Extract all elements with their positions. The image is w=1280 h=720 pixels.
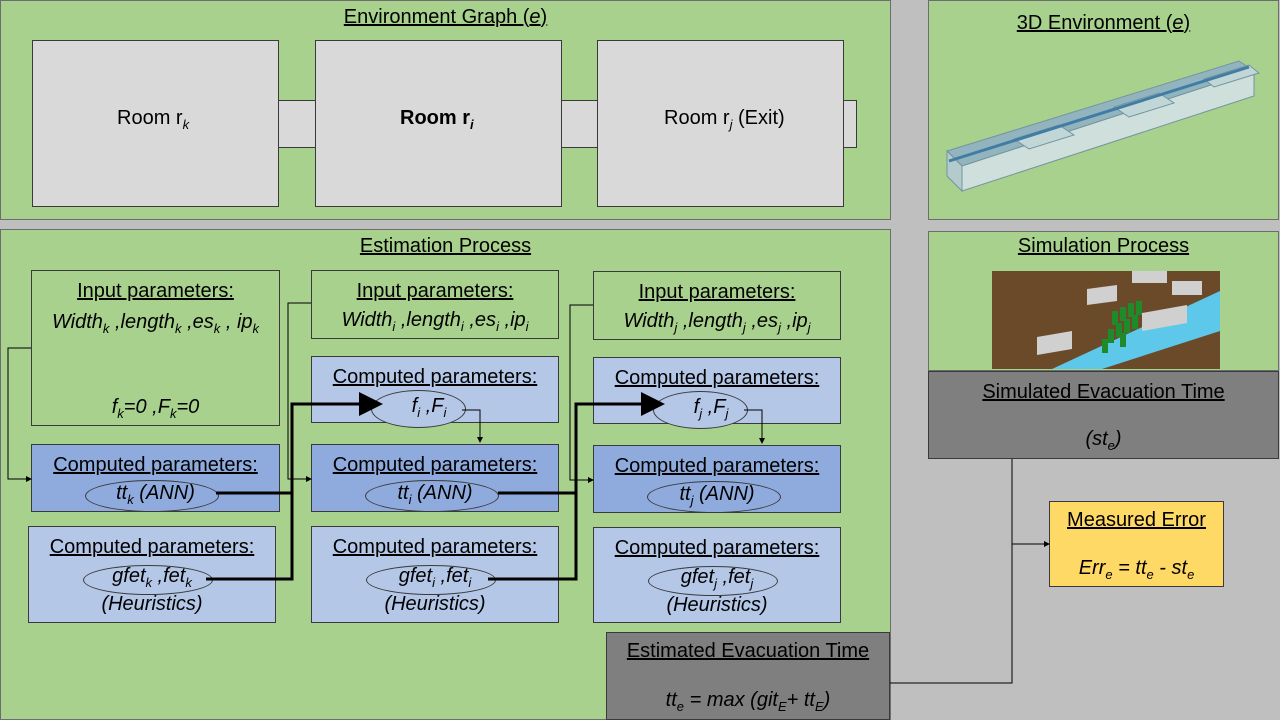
simulated-evacuation-time: Simulated Evacuation Time (ste) xyxy=(928,371,1279,459)
ann-parameters-j: Computed parameters: ttj (ANN) xyxy=(593,445,841,513)
computed-parameters-j: Computed parameters: fj ,Fj xyxy=(593,357,841,429)
connector-i-j xyxy=(560,100,599,148)
simulation-image xyxy=(992,271,1220,369)
3d-environment-image xyxy=(946,60,1261,193)
heuristic-parameters-i: Computed parameters: gfeti ,feti (Heuris… xyxy=(311,526,559,623)
heuristic-parameters-j: Computed parameters: gfetj ,fetj (Heuris… xyxy=(593,527,841,623)
line-estimated-to-error xyxy=(890,544,1013,684)
estimated-evacuation-time: Estimated Evacuation Time tte = max (git… xyxy=(606,632,890,720)
room-k: Room rk xyxy=(32,40,279,207)
3d-environment-title: 3D Environment (e) xyxy=(1016,12,1191,34)
input-parameters-i: Input parameters: Widthi ,lengthi ,esi ,… xyxy=(311,270,559,339)
room-j-exit: Room rj (Exit) xyxy=(597,40,844,207)
simulation-process-title: Simulation Process xyxy=(1017,235,1190,257)
heuristic-parameters-k: Computed parameters: gfetk ,fetk (Heuris… xyxy=(28,526,276,623)
connector-k-i xyxy=(278,100,317,148)
ann-parameters-i: Computed parameters: tti (ANN) xyxy=(311,444,559,512)
input-parameters-j: Input parameters: Widthj ,lengthj ,esj ,… xyxy=(593,271,841,340)
measured-error: Measured Error Erre = tte - ste xyxy=(1049,501,1224,587)
3d-environment-panel: 3D Environment (e) xyxy=(928,0,1279,220)
arrow-simulated-to-error xyxy=(1011,459,1050,547)
estimation-process-title: Estimation Process xyxy=(359,235,532,257)
room-i: Room ri xyxy=(315,40,562,207)
environment-graph-title: Environment Graph (e) xyxy=(343,6,548,28)
ann-parameters-k: Computed parameters: ttk (ANN) xyxy=(31,444,280,512)
computed-parameters-i: Computed parameters: fi ,Fi xyxy=(311,356,559,428)
input-parameters-k: Input parameters: Widthk ,lengthk ,esk ,… xyxy=(31,270,280,426)
simulation-process-panel: Simulation Process xyxy=(928,231,1279,371)
